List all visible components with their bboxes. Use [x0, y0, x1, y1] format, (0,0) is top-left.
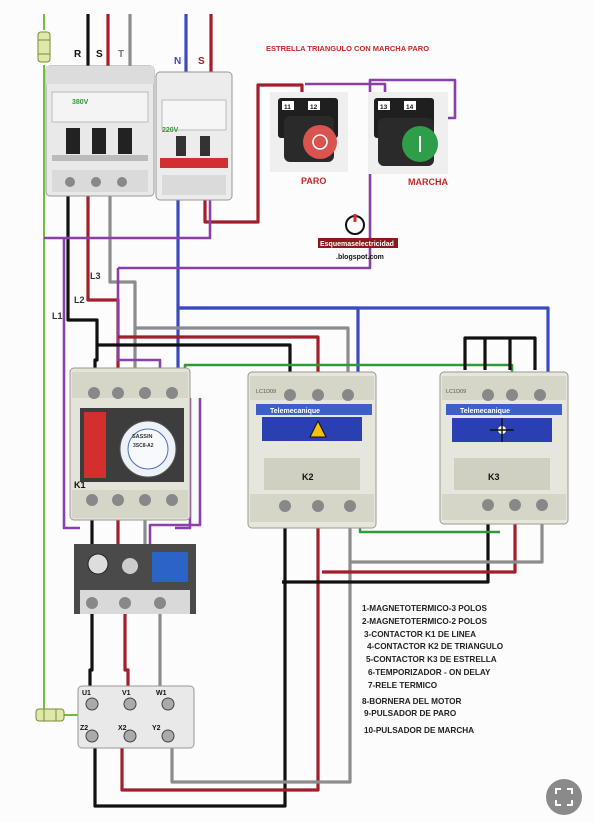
motor-terminal-box: U1 V1 W1 Z2 X2 Y2 [77, 685, 195, 749]
k3-model: LC1D09 [446, 389, 466, 395]
legend-item: 10-PULSADOR DE MARCHA [364, 726, 475, 736]
legend-item: 5-CONTACTOR K3 DE ESTRELLA [366, 655, 497, 665]
on-delay-timer: SASSIN 3SC8-A2 [80, 408, 184, 482]
blog-name: Esquemaselectricidad [320, 241, 394, 248]
terminal-u1: U1 [82, 690, 91, 697]
legend-item: 4-CONTACTOR K2 DE TRIANGULO [367, 642, 504, 652]
k3-brand: Telemecanique [460, 408, 510, 415]
wire-motor-z2 [93, 520, 287, 808]
start-pushbutton[interactable]: 13 14 [368, 92, 448, 174]
legend-item: 1-MAGNETOTERMICO-3 POLOS [362, 604, 487, 613]
label-s2: S [198, 56, 205, 67]
terminal-y2: Y2 [152, 725, 161, 732]
wire-k2-l1 [97, 343, 292, 380]
contactor-k2: LC1D09 Telemecanique K2 [247, 371, 377, 529]
label-t: T [118, 49, 124, 60]
start-label: MARCHA [408, 177, 448, 187]
terminal-v1: V1 [122, 690, 131, 697]
contactor-k3: LC1D09 Telemecanique K3 [439, 371, 569, 525]
legend-item: 3-CONTACTOR K1 DE LINEA [364, 629, 477, 639]
wire-k3-bridge [463, 336, 537, 370]
wire-k2-l3 [135, 326, 350, 380]
thermal-relay [74, 544, 196, 614]
legend-item: 7-RELE TERMICO [368, 680, 438, 690]
k2-model: LC1D09 [256, 389, 276, 395]
start-terminal-14: 14 [406, 104, 414, 111]
legend-item: 9-PULSADOR DE PARO [364, 709, 457, 719]
expand-icon [555, 788, 573, 806]
wire-control-purple-3 [118, 78, 457, 270]
wire-motor-y2 [170, 520, 352, 784]
wire-motor-x2 [120, 520, 320, 792]
terminal-w1: W1 [156, 690, 167, 697]
blog-logo: Esquemaselectricidad .blogspot.com [318, 214, 398, 261]
stop-terminal-12: 12 [310, 104, 318, 111]
stop-terminal-11: 11 [284, 104, 291, 111]
terminal-x2: X2 [118, 725, 127, 732]
legend-item: 8-BORNERA DEL MOTOR [362, 696, 462, 706]
breaker-3-pole-voltage: 380V [72, 99, 89, 106]
wire-control-purple-1 [44, 200, 212, 240]
legend-item: 2-MAGNETOTERMICO-2 POLOS [362, 616, 487, 626]
label-l3: L3 [90, 271, 101, 281]
wire-control-purple-5 [116, 268, 162, 370]
stop-pushbutton[interactable]: 11 12 [270, 92, 348, 172]
label-r: R [74, 49, 82, 60]
diagram-title: ESTRELLA TRIANGULO CON MARCHA PARO [266, 44, 429, 53]
breaker-3-pole: 380V [45, 65, 155, 197]
breaker-2-pole-voltage: 220V [162, 127, 179, 134]
wire-l1 [66, 195, 99, 370]
label-s: S [96, 49, 103, 60]
k3-label: K3 [488, 472, 500, 482]
start-terminal-13: 13 [380, 104, 388, 111]
wire-motor-u1 [88, 610, 94, 690]
label-l2: L2 [74, 295, 85, 305]
wire-control-purple-2 [62, 238, 80, 530]
k2-label: K2 [302, 472, 314, 482]
blog-domain: .blogspot.com [336, 254, 384, 261]
k1-label: K1 [74, 480, 86, 490]
timer-brand: SASSIN [132, 434, 153, 440]
wire-control-purple-7 [148, 398, 202, 545]
k2-brand: Telemecanique [270, 408, 320, 415]
breaker-2-pole: 220V [155, 71, 233, 201]
label-l1: L1 [52, 311, 63, 321]
expand-image-button[interactable] [546, 779, 582, 815]
label-n: N [174, 56, 181, 67]
earth-terminal-top [37, 31, 51, 63]
wire-star-1 [282, 515, 490, 584]
component-legend: 1-MAGNETOTERMICO-3 POLOS 2-MAGNETOTERMIC… [362, 603, 582, 738]
terminal-z2: Z2 [80, 725, 88, 732]
wire-motor-v1 [123, 610, 130, 690]
stop-label: PARO [301, 176, 326, 186]
legend-item: 6-TEMPORIZADOR - ON DELAY [368, 667, 491, 677]
earth-terminal-bottom [35, 708, 65, 722]
wire-control-phase [203, 83, 304, 224]
wire-star-3 [350, 515, 544, 564]
wire-star-2 [322, 515, 517, 574]
wire-control-neutral [176, 200, 550, 380]
timer-model: 3SC8-A2 [133, 443, 154, 449]
wire-control-neutral-k2 [178, 306, 360, 380]
